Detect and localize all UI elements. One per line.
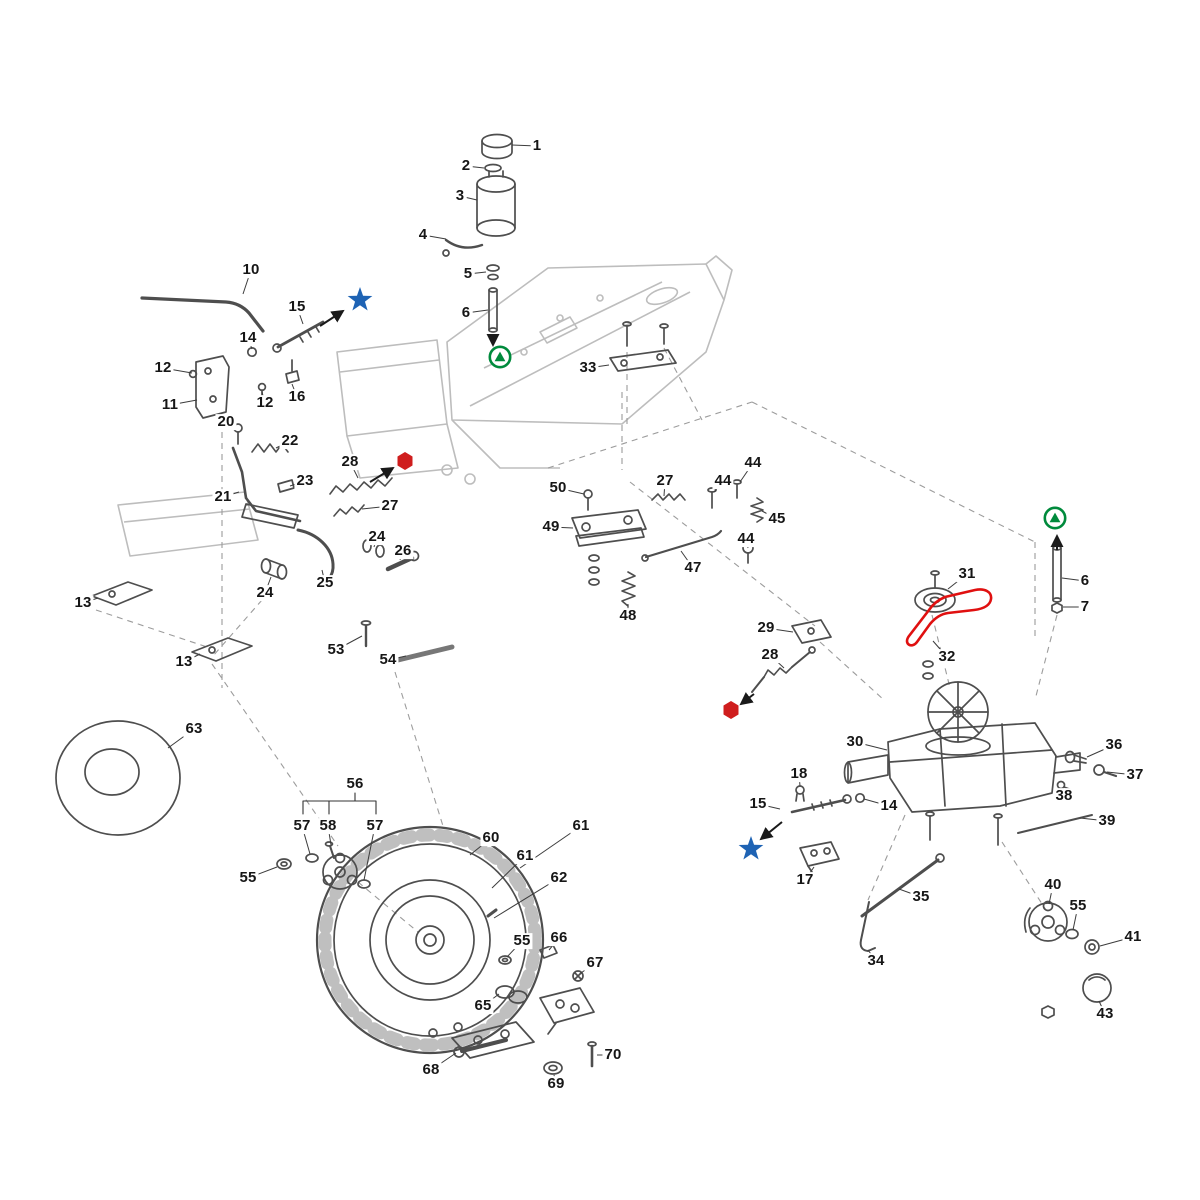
part-label-68: 68 [420, 1061, 442, 1079]
wheel-hub-right [1023, 900, 1112, 1019]
part-label-17: 17 [794, 871, 816, 889]
part-label-44: 44 [712, 472, 734, 490]
part-label-48: 48 [617, 607, 639, 625]
inner-tube [55, 720, 181, 836]
part-label-35: 35 [910, 888, 932, 906]
part-label-12: 12 [152, 359, 174, 377]
part-label-55: 55 [1067, 897, 1089, 915]
part-label-32: 32 [936, 648, 958, 666]
part-label-39: 39 [1096, 812, 1118, 830]
part-label-20: 20 [215, 413, 237, 431]
part-label-29: 29 [755, 619, 777, 637]
part-label-26: 26 [392, 542, 414, 560]
part-label-61: 61 [514, 847, 536, 865]
star-marker [346, 286, 374, 314]
part-label-44: 44 [742, 454, 764, 472]
fittings-right [1017, 750, 1118, 834]
part-label-28: 28 [759, 646, 781, 664]
star-marker [737, 835, 765, 863]
part-label-65: 65 [472, 997, 494, 1015]
triangle-circle-marker [488, 345, 512, 369]
part-label-12: 12 [254, 394, 276, 412]
part-label-10: 10 [240, 261, 262, 279]
hexagon-marker [723, 701, 739, 719]
part-label-41: 41 [1122, 928, 1144, 946]
part-label-69: 69 [545, 1075, 567, 1093]
part-label-3: 3 [453, 187, 467, 205]
part-label-15: 15 [747, 795, 769, 813]
part-label-11: 11 [159, 396, 181, 414]
part-label-22: 22 [279, 432, 301, 450]
part-label-27: 27 [379, 497, 401, 515]
part-label-13: 13 [173, 653, 195, 671]
control-rod-assembly [751, 619, 832, 693]
part-label-58: 58 [317, 817, 339, 835]
part-label-40: 40 [1042, 876, 1064, 894]
part-label-38: 38 [1053, 787, 1075, 805]
part-label-18: 18 [788, 765, 810, 783]
part-label-44: 44 [735, 530, 757, 548]
part-label-66: 66 [548, 929, 570, 947]
part-label-67: 67 [584, 954, 606, 972]
hexagon-marker [397, 452, 413, 470]
wheel-hub-front [276, 792, 377, 890]
engine-pulley [914, 570, 956, 680]
part-label-55: 55 [511, 932, 533, 950]
part-label-1: 1 [530, 137, 544, 155]
part-label-62: 62 [548, 869, 570, 887]
part-label-31: 31 [956, 565, 978, 583]
part-label-6: 6 [1078, 572, 1092, 590]
part-label-5: 5 [461, 265, 475, 283]
part-label-63: 63 [183, 720, 205, 738]
part-label-49: 49 [540, 518, 562, 536]
triangle-circle-marker [1043, 506, 1067, 530]
part-label-57: 57 [364, 817, 386, 835]
transaxle-assembly [843, 681, 1081, 846]
part-label-54: 54 [377, 651, 399, 669]
part-label-57: 57 [291, 817, 313, 835]
part-label-4: 4 [416, 226, 430, 244]
part-label-25: 25 [314, 574, 336, 592]
part-label-21: 21 [212, 488, 234, 506]
part-label-50: 50 [547, 479, 569, 497]
part-label-55: 55 [237, 869, 259, 887]
part-label-36: 36 [1103, 736, 1125, 754]
front-axle-bracket [428, 944, 597, 1075]
drive-belt-highlight [905, 588, 993, 647]
part-label-24: 24 [366, 528, 388, 546]
part-label-37: 37 [1124, 766, 1146, 784]
part-label-7: 7 [1078, 598, 1092, 616]
part-label-13: 13 [72, 594, 94, 612]
part-label-30: 30 [844, 733, 866, 751]
part-label-23: 23 [294, 472, 316, 490]
part-label-61: 61 [570, 817, 592, 835]
bracket-33 [609, 321, 677, 372]
part-label-6: 6 [459, 304, 473, 322]
reservoir-assembly [442, 133, 516, 333]
part-label-33: 33 [577, 359, 599, 377]
part-label-47: 47 [682, 559, 704, 577]
part-label-14: 14 [878, 797, 900, 815]
part-label-43: 43 [1094, 1005, 1116, 1023]
part-label-45: 45 [766, 510, 788, 528]
marker-arrows [319, 309, 1064, 841]
part-label-60: 60 [480, 829, 502, 847]
part-label-28: 28 [339, 453, 361, 471]
part-label-24: 24 [254, 584, 276, 602]
part-label-16: 16 [286, 388, 308, 406]
part-label-2: 2 [459, 157, 473, 175]
part-label-53: 53 [325, 641, 347, 659]
part-label-15: 15 [286, 298, 308, 316]
part-label-27: 27 [654, 472, 676, 490]
part-label-14: 14 [237, 329, 259, 347]
pedal-linkage-left [91, 296, 455, 663]
part-label-70: 70 [602, 1046, 624, 1064]
chassis-frame [117, 255, 733, 557]
alignment-lines [95, 347, 1058, 933]
part-label-34: 34 [865, 952, 887, 970]
part-label-56: 56 [344, 775, 366, 793]
